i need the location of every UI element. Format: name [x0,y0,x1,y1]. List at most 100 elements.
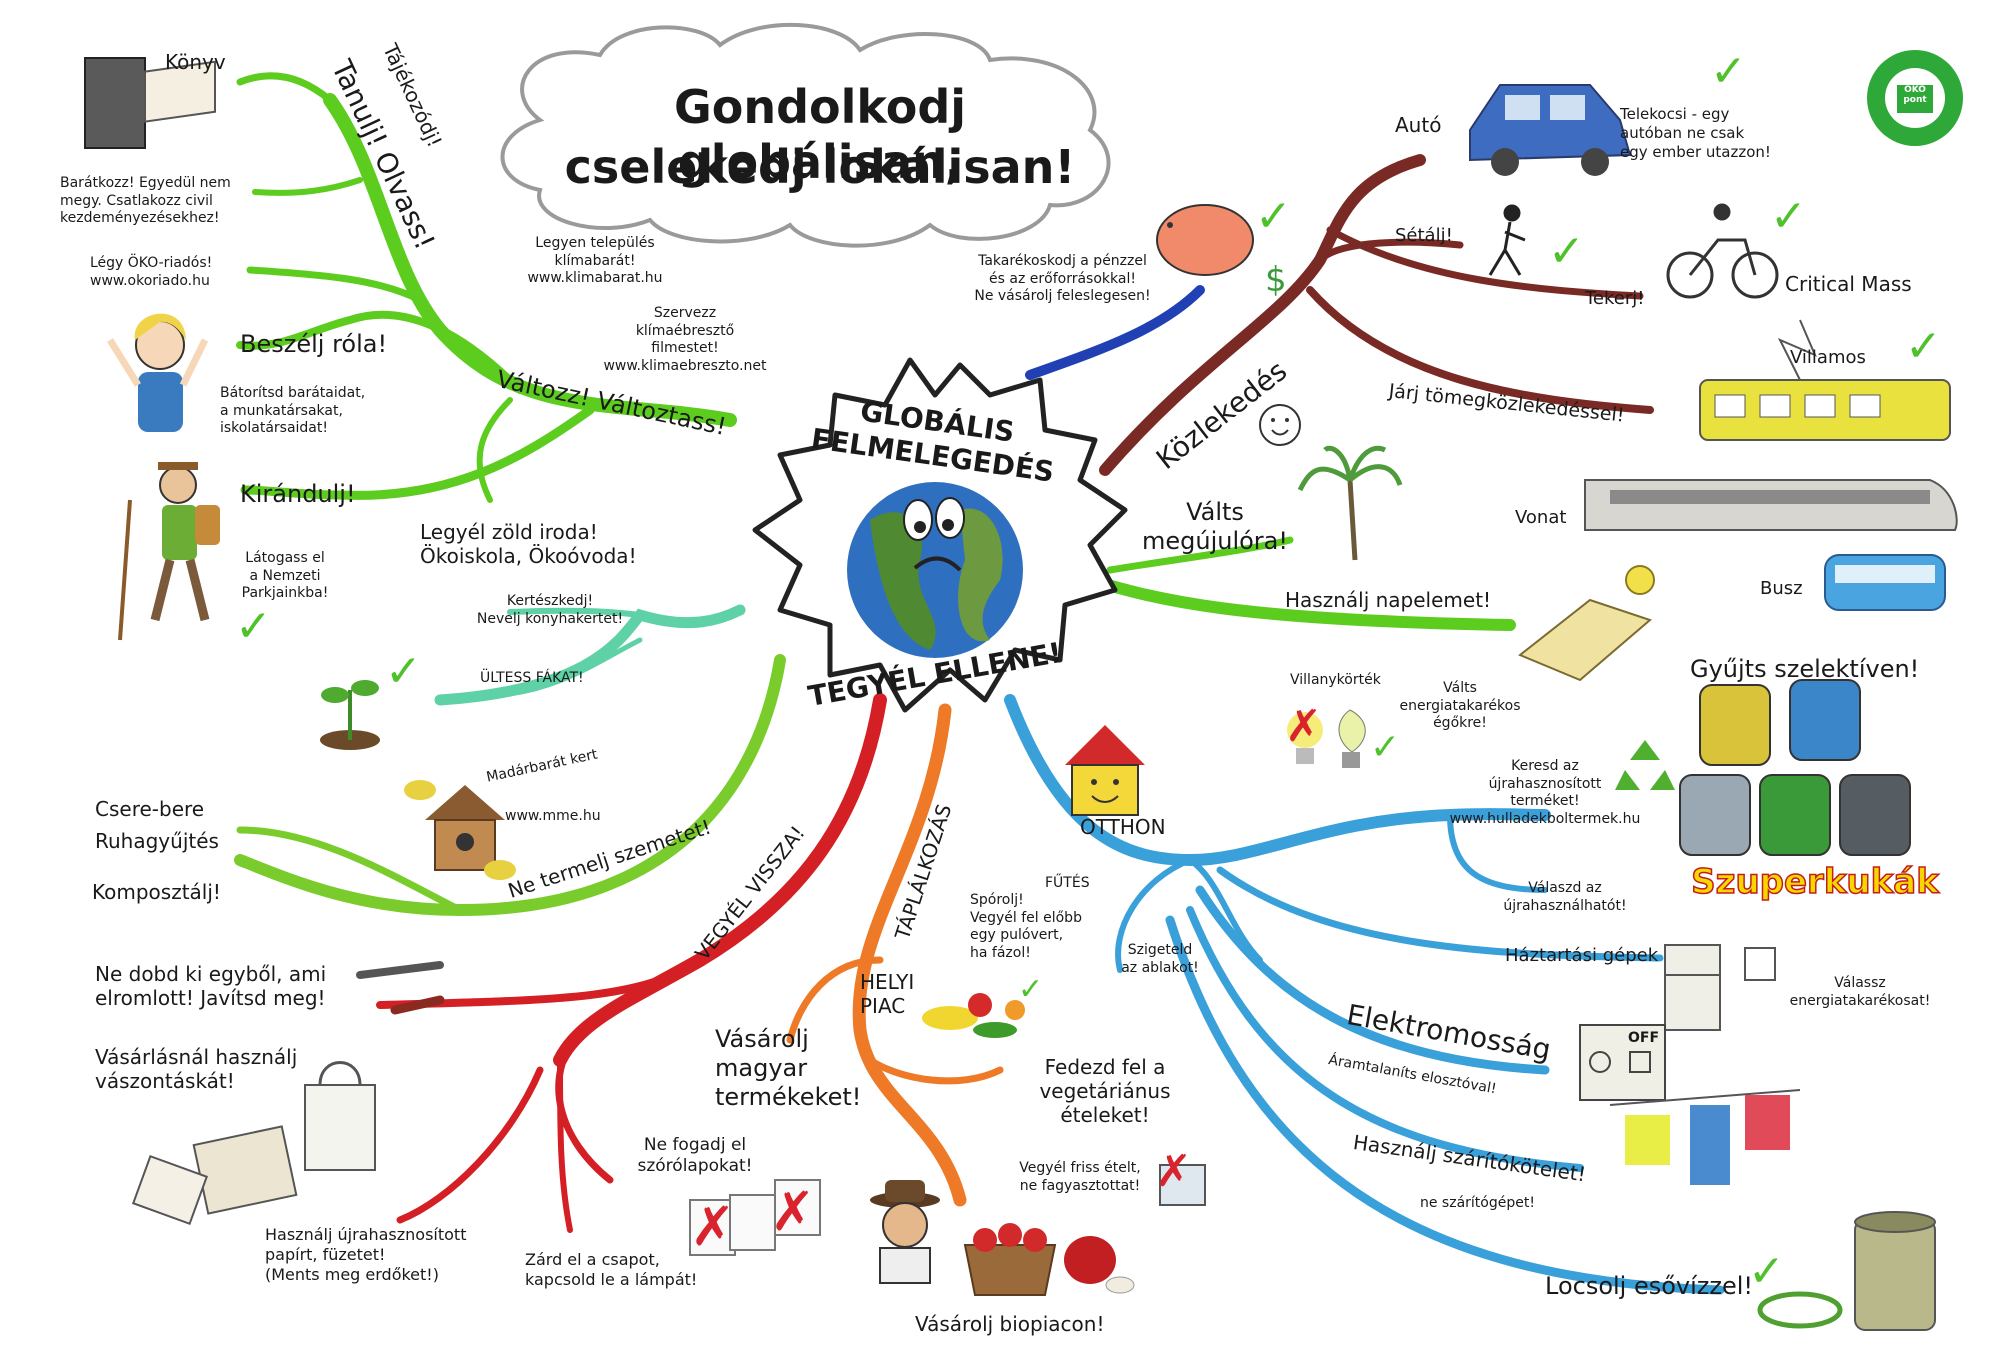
palm-icon [1297,445,1403,561]
fridge-icon [1664,944,1776,1031]
cross-mark: ✗ [1155,1146,1192,1197]
label-napelem: Használj napelemet! [1285,588,1492,612]
solar-panel-icon [1518,598,1652,682]
label-csere: Csere-bere Ruhagyűjtés [95,797,219,853]
branch-teal [434,604,746,706]
label-ne-dobd: Ne dobd ki egyből, ami elromlott! Javíts… [95,962,327,1010]
check-mark: ✓ [1018,972,1044,1007]
label-zard: Zárd el a csapot, kapcsold le a lámpát! [525,1250,698,1289]
book-icon [84,57,216,149]
logo-text: ÖKO pont [1903,85,1927,105]
title-cloud [500,22,1111,248]
label-keresd: Keresd az újrahasznosított terméket! www… [1449,758,1641,827]
label-zold-iroda: Legyél zöld iroda! Ökoiskola, Ökoóvoda! [420,520,637,568]
branch-lightgreen-2 [236,826,464,914]
check-mark: ✓ [1748,1246,1785,1297]
branch-orange [786,703,1004,1207]
check-mark: ✓ [1548,226,1585,277]
check-mark: ✓ [1370,727,1401,768]
check-mark: ✓ [385,646,422,697]
frozen-food-icon [1159,1164,1206,1206]
label-fedezd: Fedezd fel a vegetáriánus ételeket! [1039,1055,1171,1127]
seedling-icon [320,680,380,750]
label-vaszontaska: Vásárlásnál használj vászontáskát! [95,1045,298,1093]
bus-icon [1824,554,1946,611]
branch-green-right [1084,536,1516,631]
branch-green [236,72,737,503]
bicycle-icon [1666,203,1779,299]
label-szervezz: Szervezz klímaébresztő filmestet! www.kl… [603,305,767,374]
branch-navy [1025,285,1205,380]
label-okoriados: Légy ÖKO-riadós! www.okoriado.hu [90,255,213,289]
label-mme: www.mme.hu [505,808,601,824]
label-vonat: Vonat [1515,507,1567,528]
label-villanykortek: Villanykörték [1290,672,1381,688]
branch-lightgreen [234,654,786,917]
train-icon [1584,479,1958,531]
label-dollar: $ [1265,260,1287,300]
label-auto: Autó [1395,113,1442,137]
bulb-icon [1287,709,1366,768]
logo-icon [1867,50,1963,146]
label-ne-fogadj: Ne fogadj el szórólapokat! [637,1135,753,1177]
label-valts-egok: Válts energiatakarékos égőkre! [1399,680,1521,731]
label-ultess: ÜLTESS FÁKAT! [480,670,584,686]
label-valassz: Válassz energiatakarékosat! [1789,975,1931,1009]
earth-icon [847,482,1023,658]
label-locsolj: Locsolj esővízzel! [1545,1272,1754,1300]
label-busz: Busz [1760,578,1803,599]
farmer-icon [870,1180,940,1284]
label-tekerj: Tekerj! [1585,288,1645,309]
check-mark: ✓ [1255,191,1292,242]
tram-icon [1699,319,1951,441]
label-ne-szaritogep: ne szárítógépet! [1420,1195,1535,1211]
label-futes: FŰTÉS [1045,875,1090,891]
label-sporolj: Spórolj! Vegyél fel előbb egy pulóvert, … [970,892,1082,961]
switch-icon [1579,1024,1666,1101]
label-off: OFF [1628,1030,1660,1046]
cross-mark: ✗ [1285,701,1322,752]
check-mark: ✓ [1710,46,1747,97]
label-baratkozz: Barátkozz! Egyedül nem megy. Csatlakozz … [60,175,231,226]
label-valaszd: Válaszd az újrahasználhatót! [1503,880,1627,914]
label-kirandulj: Kirándulj! [240,480,356,508]
label-telekocsi: Telekocsi - egy autóban ne csak egy embe… [1620,105,1771,161]
label-setalj: Sétálj! [1395,225,1453,246]
label-gyujts: Gyűjts szelektíven! [1690,655,1920,683]
branch-brown [1099,154,1654,476]
smiley-icon [1259,404,1301,446]
house-icon [1065,725,1145,816]
car-icon [1469,84,1632,176]
flyers-icon [689,1179,821,1256]
label-beszelj: Beszélj róla! [240,330,388,358]
cross-mark: ✗ [770,1180,816,1243]
hose-icon [1757,1291,1843,1329]
laundry-icon [1609,1089,1801,1185]
label-haztartasi: Háztartási gépek [1505,945,1659,966]
basket-icon [963,1223,1135,1296]
label-szuperkukak: Szuperkukák [1690,861,1939,902]
walker-icon [1488,204,1526,276]
check-mark: ✓ [235,601,272,652]
label-villamos: Villamos [1790,347,1866,368]
check-mark: ✓ [1770,191,1807,242]
rain-barrel-icon [1854,1211,1936,1331]
label-latogass: Látogass el a Nemzeti Parkjainkba! [241,550,329,601]
label-critical-mass: Critical Mass [1785,272,1912,296]
bins-icon [1679,679,1911,856]
title-line-2: cselekedj lokálisan! [564,140,1076,194]
label-biopiac: Vásárolj biopiacon! [915,1312,1105,1336]
birdhouse-icon [404,780,516,880]
hiker-icon [118,462,220,641]
wrench-icon [356,961,445,1015]
piggy-bank-icon [1156,204,1254,276]
girl-icon [107,313,209,432]
label-valts-megujulora: Válts megújulóra! [1141,498,1288,555]
bag-icon [304,1061,376,1171]
vegetables-icon [922,993,1025,1038]
sun-icon [1625,565,1655,595]
label-kerteszkedj: Kertészkedj! Nevelj konyhakertet! [476,593,624,627]
label-helyi-piac: HELYI PIAC [860,970,915,1018]
branch-red [376,693,887,1233]
label-otthon: OTTHON [1080,815,1166,839]
